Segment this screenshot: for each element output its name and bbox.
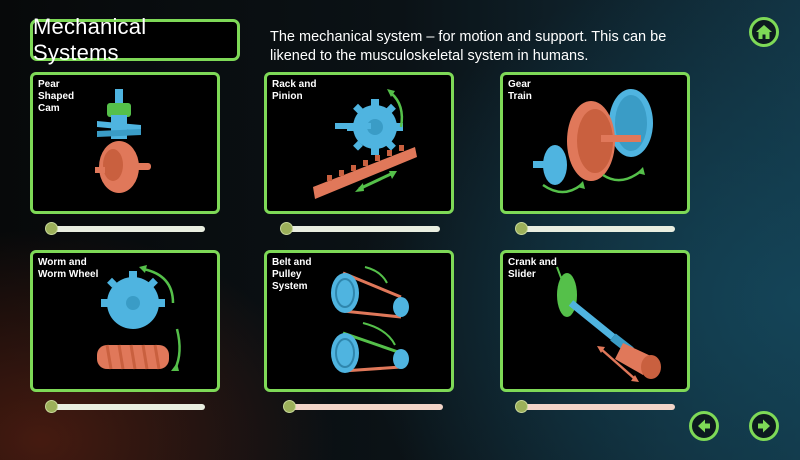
slider-knob[interactable] (280, 222, 293, 235)
previous-button[interactable] (689, 411, 719, 441)
slider-knob[interactable] (45, 222, 58, 235)
slider-pear-cam[interactable] (45, 222, 205, 236)
card-worm-and-worm-wheel[interactable]: Worm and Worm Wheel (30, 250, 220, 392)
slider-worm-wheel[interactable] (45, 400, 205, 414)
card-label: Pear Shaped Cam (38, 79, 75, 114)
slider-knob[interactable] (283, 400, 296, 413)
card-label: Rack and Pinion (272, 79, 317, 102)
slider-knob[interactable] (515, 222, 528, 235)
home-button[interactable] (749, 17, 779, 47)
slider-crank-slider[interactable] (515, 400, 675, 414)
card-pear-shaped-cam[interactable]: Pear Shaped Cam (30, 72, 220, 214)
crank-slider-illustration (556, 266, 661, 382)
card-label: Gear Train (508, 79, 532, 102)
slider-belt-pulley[interactable] (283, 400, 443, 414)
rack-pinion-illustration (313, 89, 417, 199)
card-crank-and-slider[interactable]: Crank and Slider (500, 250, 690, 392)
slider-gear-train[interactable] (515, 222, 675, 236)
slider-knob[interactable] (45, 400, 58, 413)
arrow-right-icon (758, 419, 770, 433)
card-belt-and-pulley[interactable]: Belt and Pulley System (264, 250, 454, 392)
card-gear-train[interactable]: Gear Train (500, 72, 690, 214)
card-label: Crank and Slider (508, 257, 557, 280)
belt-pulley-illustration (331, 266, 409, 373)
next-button[interactable] (749, 411, 779, 441)
arrow-left-icon (698, 419, 710, 433)
slider-rack-pinion[interactable] (280, 222, 440, 236)
gear-train-illustration (533, 89, 653, 194)
page-title: Mechanical Systems (33, 14, 147, 65)
page-title-box: Mechanical Systems (30, 14, 240, 65)
pear-cam-illustration (95, 89, 151, 193)
intro-text: The mechanical system – for motion and s… (270, 29, 667, 64)
slider-knob[interactable] (515, 400, 528, 413)
card-label: Worm and Worm Wheel (38, 257, 99, 280)
card-label: Belt and Pulley System (272, 257, 312, 292)
home-icon (756, 25, 772, 39)
card-rack-and-pinion[interactable]: Rack and Pinion (264, 72, 454, 214)
worm-wheel-illustration (97, 265, 181, 371)
